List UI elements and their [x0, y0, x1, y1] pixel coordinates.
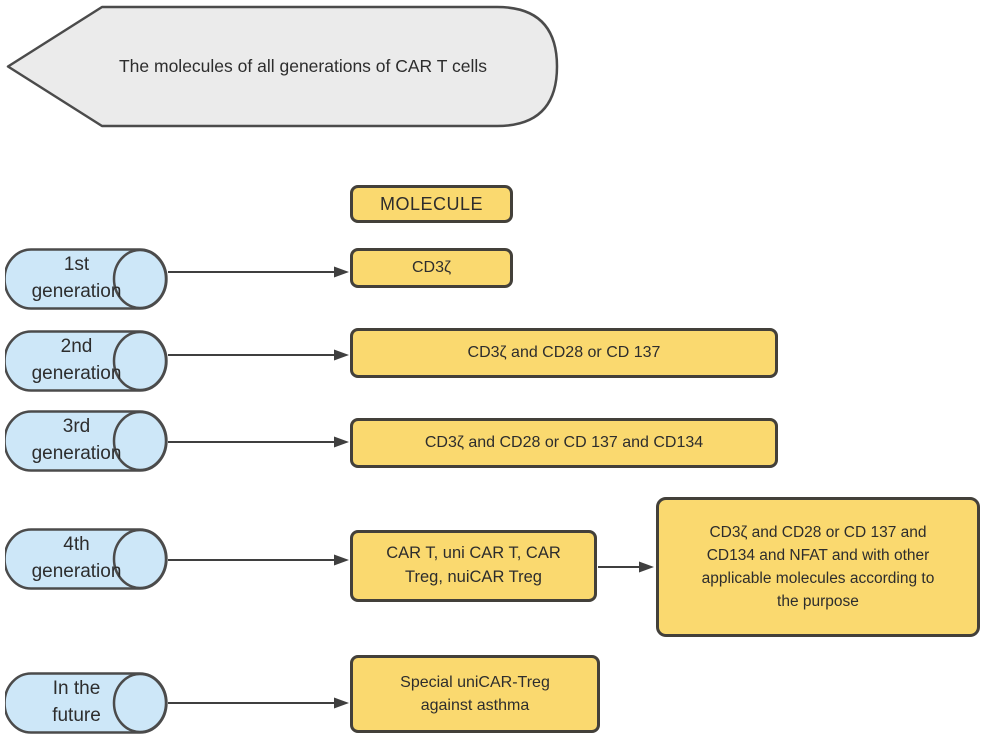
arrow-4 [168, 554, 349, 566]
arrow-1 [168, 266, 349, 278]
molecule-box-1: CD3ζ [350, 248, 513, 288]
molecule-box-5: Special uniCAR-Treg against asthma [350, 655, 600, 733]
generation-cylinder-2: 2nd generation [5, 330, 168, 392]
molecule-column-header: MOLECULE [350, 185, 513, 223]
cylinder-shape [5, 410, 168, 472]
cylinder-shape [5, 248, 168, 310]
cylinder-shape [5, 330, 168, 392]
title-banner: The molecules of all generations of CAR … [5, 4, 561, 129]
molecule-detail-box-4: CD3ζ and CD28 or CD 137 and CD134 and NF… [656, 497, 980, 637]
molecule-box-4: CAR T, uni CAR T, CAR Treg, nuiCAR Treg [350, 530, 597, 602]
generation-cylinder-5: In the future [5, 672, 168, 734]
molecule-box-2: CD3ζ and CD28 or CD 137 [350, 328, 778, 378]
arrow-3 [168, 436, 349, 448]
cylinder-shape [5, 672, 168, 734]
arrow-2 [168, 349, 349, 361]
banner-pointer-shape [6, 5, 559, 128]
arrow-6 [168, 697, 349, 709]
generation-cylinder-3: 3rd generation [5, 410, 168, 472]
molecule-box-3: CD3ζ and CD28 or CD 137 and CD134 [350, 418, 778, 468]
cylinder-shape [5, 528, 168, 590]
generation-cylinder-4: 4th generation [5, 528, 168, 590]
arrow-5 [598, 561, 654, 573]
generation-cylinder-1: 1st generation [5, 248, 168, 310]
